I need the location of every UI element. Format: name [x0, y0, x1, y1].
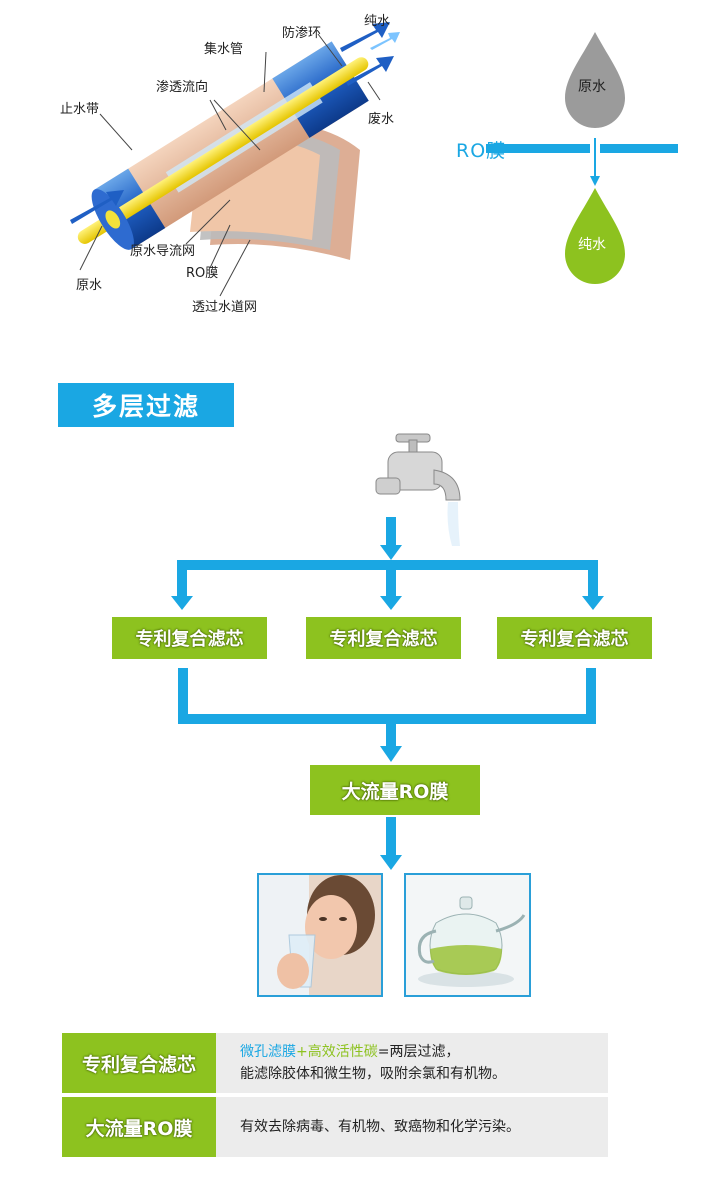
pure-water-drop-icon [565, 188, 625, 284]
info-label-composite-filter: 专利复合滤芯 [62, 1033, 216, 1093]
label-pure-water: 纯水 [364, 14, 391, 29]
section-title: 多层过滤 [58, 383, 234, 427]
info-row-composite-filter: 专利复合滤芯 微孔滤膜+高效活性碳=两层过滤， 能滤除胶体和微生物，吸附余氯和有… [62, 1033, 608, 1093]
drinking-woman-photo [257, 873, 383, 997]
filtration-flow-diagram [171, 433, 604, 870]
info-text-ro-membrane: 有效去除病毒、有机物、致癌物和化学污染。 [240, 1119, 520, 1135]
ro-membrane-bar-right [600, 144, 678, 153]
info-row-ro-membrane: 大流量RO膜 有效去除病毒、有机物、致癌物和化学污染。 [62, 1097, 608, 1157]
ro-membrane-box: 大流量RO膜 [310, 765, 480, 815]
drop-label-pure-water: 纯水 [578, 237, 606, 253]
label-collection-pipe: 集水管 [204, 42, 244, 57]
drop-label-raw-water: 原水 [578, 79, 606, 95]
label-permeate-flow: 渗透流向 [156, 80, 209, 95]
info-line-1: 微孔滤膜+高效活性碳=两层过滤， [240, 1041, 506, 1063]
label-raw-water-guide-mesh: 原水导流网 [130, 244, 196, 259]
label-anti-seepage-ring: 防渗环 [282, 26, 322, 41]
drop-label-ro-membrane: RO膜 [456, 140, 507, 162]
filter-box-2: 专利复合滤芯 [306, 617, 461, 659]
ro-drops-diagram [486, 32, 678, 284]
info-part-activated-carbon: 高效活性碳 [307, 1044, 378, 1060]
info-part-two-layer: =两层过滤， [377, 1044, 460, 1060]
filter-box-3: 专利复合滤芯 [497, 617, 652, 659]
label-ro-membrane: RO膜 [186, 266, 219, 281]
ro-membrane-bar-left [486, 144, 590, 153]
label-raw-water: 原水 [76, 278, 103, 293]
info-line-2: 能滤除胶体和微生物，吸附余氯和有机物。 [240, 1066, 506, 1082]
label-permeate-channel-mesh: 透过水道网 [192, 300, 258, 315]
down-arrow-icon [590, 176, 600, 186]
info-label-ro-membrane: 大流量RO膜 [62, 1097, 216, 1157]
label-water-stop-band: 止水带 [60, 102, 100, 117]
label-waste-water: 废水 [368, 112, 395, 127]
info-part-micropore-membrane: 微孔滤膜 [240, 1044, 296, 1060]
info-plus: + [296, 1044, 308, 1060]
green-tea-pot-photo [404, 873, 531, 997]
raw-water-drop-icon [565, 32, 625, 128]
ro-membrane-illustration [70, 22, 400, 297]
info-text-composite-filter: 微孔滤膜+高效活性碳=两层过滤， 能滤除胶体和微生物，吸附余氯和有机物。 [240, 1041, 506, 1085]
faucet-icon [375, 433, 461, 546]
filter-box-1: 专利复合滤芯 [112, 617, 267, 659]
